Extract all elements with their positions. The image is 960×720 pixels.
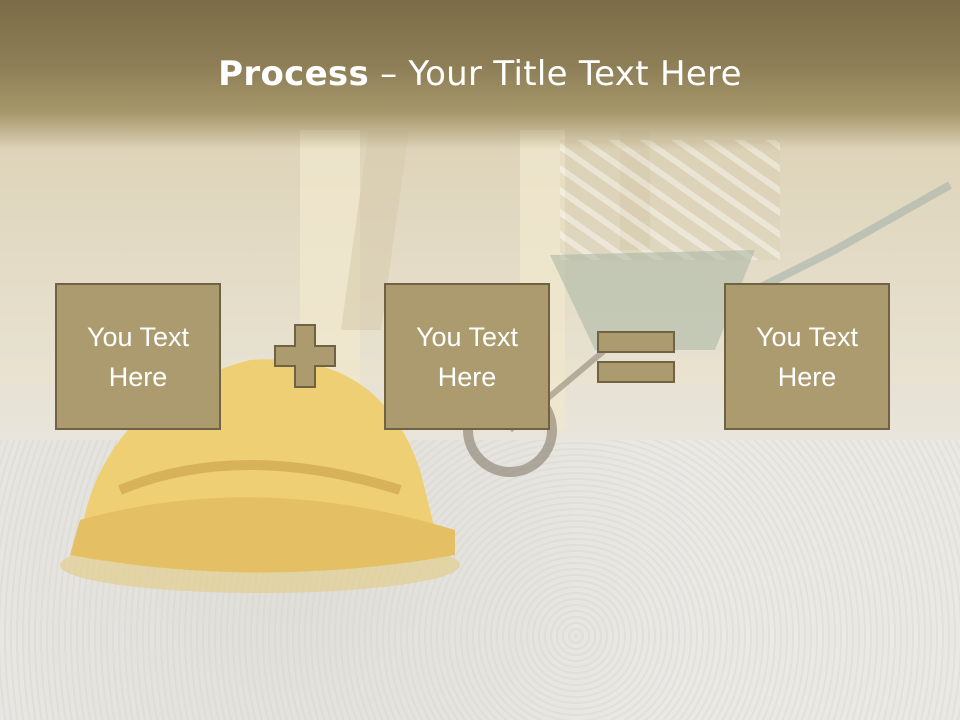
process-box-text: You Text Here xyxy=(755,321,859,392)
process-box-3[interactable]: You Text Here xyxy=(724,283,890,430)
process-box-text: You Text Here xyxy=(86,321,190,392)
wheelbarrow-image xyxy=(463,181,952,477)
process-box-1[interactable]: You Text Here xyxy=(55,283,221,430)
title-rest: – Your Title Text Here xyxy=(369,54,742,94)
title-bold: Process xyxy=(218,54,370,94)
equals-icon-bottom-bar xyxy=(597,361,675,383)
process-box-2[interactable]: You Text Here xyxy=(384,283,550,430)
background-beam xyxy=(620,130,650,250)
background-stairs xyxy=(560,140,780,260)
equals-icon-top-bar xyxy=(597,331,675,353)
process-box-text: You Text Here xyxy=(415,321,519,392)
plus-icon xyxy=(274,324,336,388)
slide-title: Process – Your Title Text Here xyxy=(0,52,960,96)
title-bar: Process – Your Title Text Here xyxy=(0,0,960,150)
